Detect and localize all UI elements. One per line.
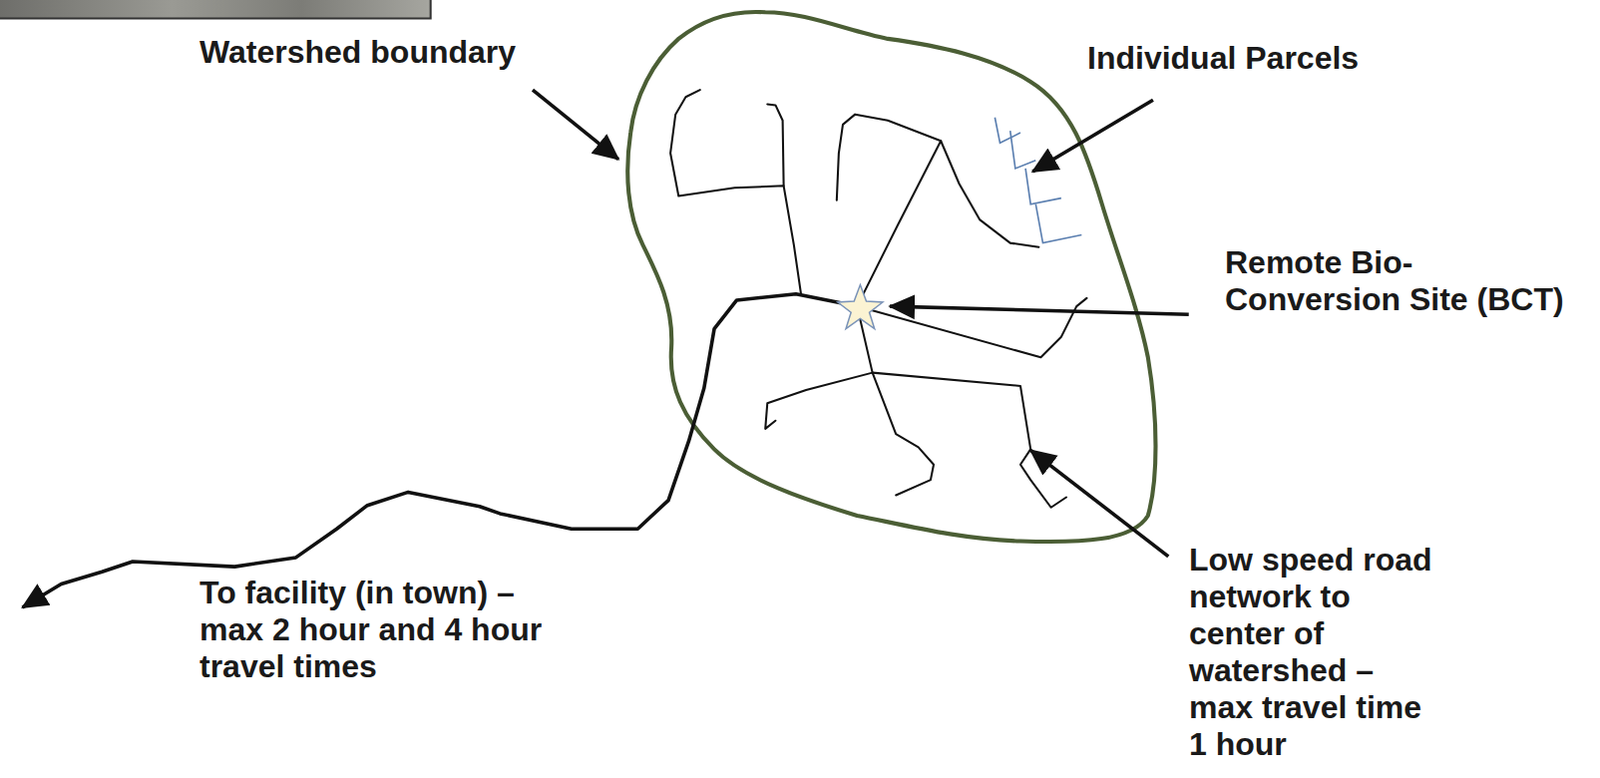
road-network — [670, 89, 1087, 508]
main-road — [22, 294, 858, 608]
parcel-outlines — [994, 117, 1082, 244]
facility-label: To facility (in town) – max 2 hour and 4… — [199, 574, 569, 686]
photo-border — [0, 0, 431, 18]
parcels-label: Individual Parcels — [1087, 39, 1359, 77]
boundary-label: Watershed boundary — [199, 33, 516, 71]
road-label: Low speed road network to center of wate… — [1189, 541, 1444, 764]
photo — [0, 0, 431, 18]
site-label: Remote Bio- Conversion Site (BCT) — [1224, 244, 1580, 319]
watershed-outline — [627, 11, 1156, 542]
leader-arrows — [532, 89, 1190, 557]
bct-star — [837, 285, 883, 330]
